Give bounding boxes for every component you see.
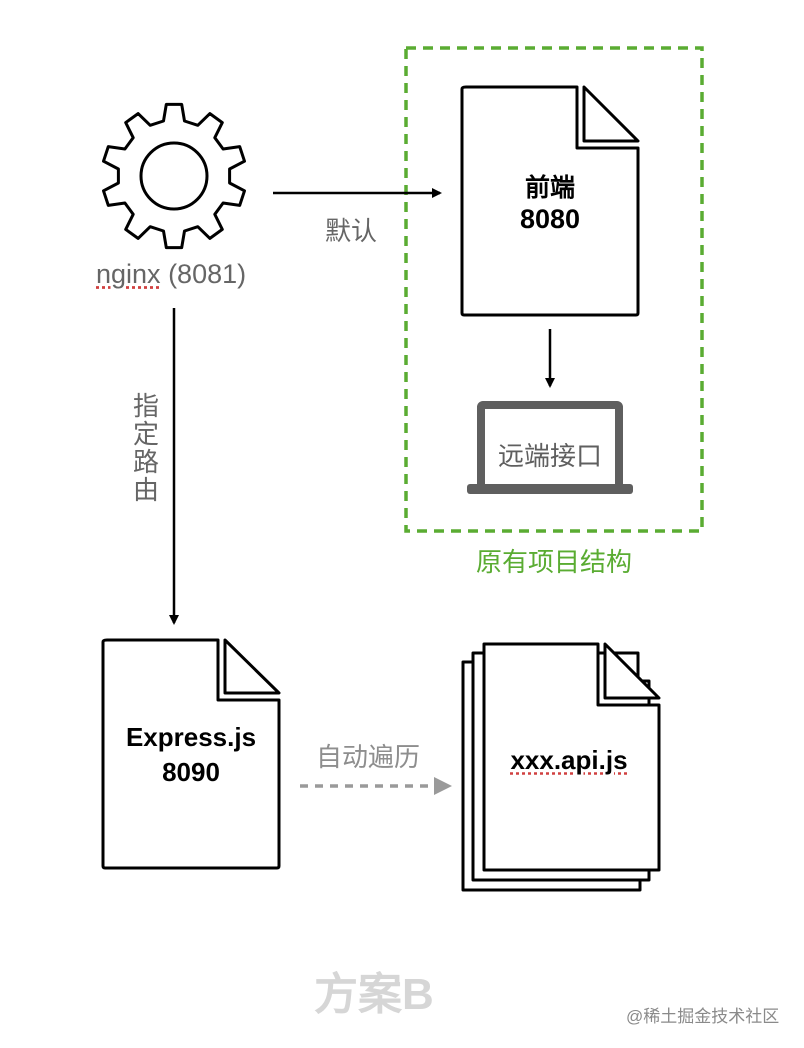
nginx-port: (8081) [168, 259, 247, 289]
edge-traverse-label: 自动遍历 [316, 742, 421, 772]
document-stack-icon [461, 642, 661, 892]
frontend-title: 前端 [524, 174, 575, 202]
express-title: Express.js [125, 722, 257, 752]
api-files-label: xxx.api.js [510, 745, 628, 775]
gear-outline [102, 102, 246, 250]
edge-traverse-arrow [300, 777, 452, 795]
group-label: 原有项目结构 [475, 547, 632, 577]
gear-hub [139, 141, 209, 211]
gear-icon [102, 102, 246, 250]
laptop-icon [467, 401, 633, 494]
remote-api-label: 远端接口 [497, 441, 602, 471]
document-icon [460, 85, 640, 317]
edge-default-label: 默认 [325, 216, 378, 246]
document-icon [101, 638, 281, 870]
express-port: 8090 [162, 757, 220, 787]
group-boundary [404, 46, 704, 533]
edge-route-label: 指定路由 [133, 391, 160, 505]
footer-title: 方案B [314, 970, 434, 1019]
watermark: @稀土掘金技术社区 [626, 1007, 780, 1026]
nginx-name: nginx [96, 259, 161, 289]
frontend-port: 8080 [519, 204, 581, 234]
nginx-label: nginx (8081) [96, 259, 246, 290]
